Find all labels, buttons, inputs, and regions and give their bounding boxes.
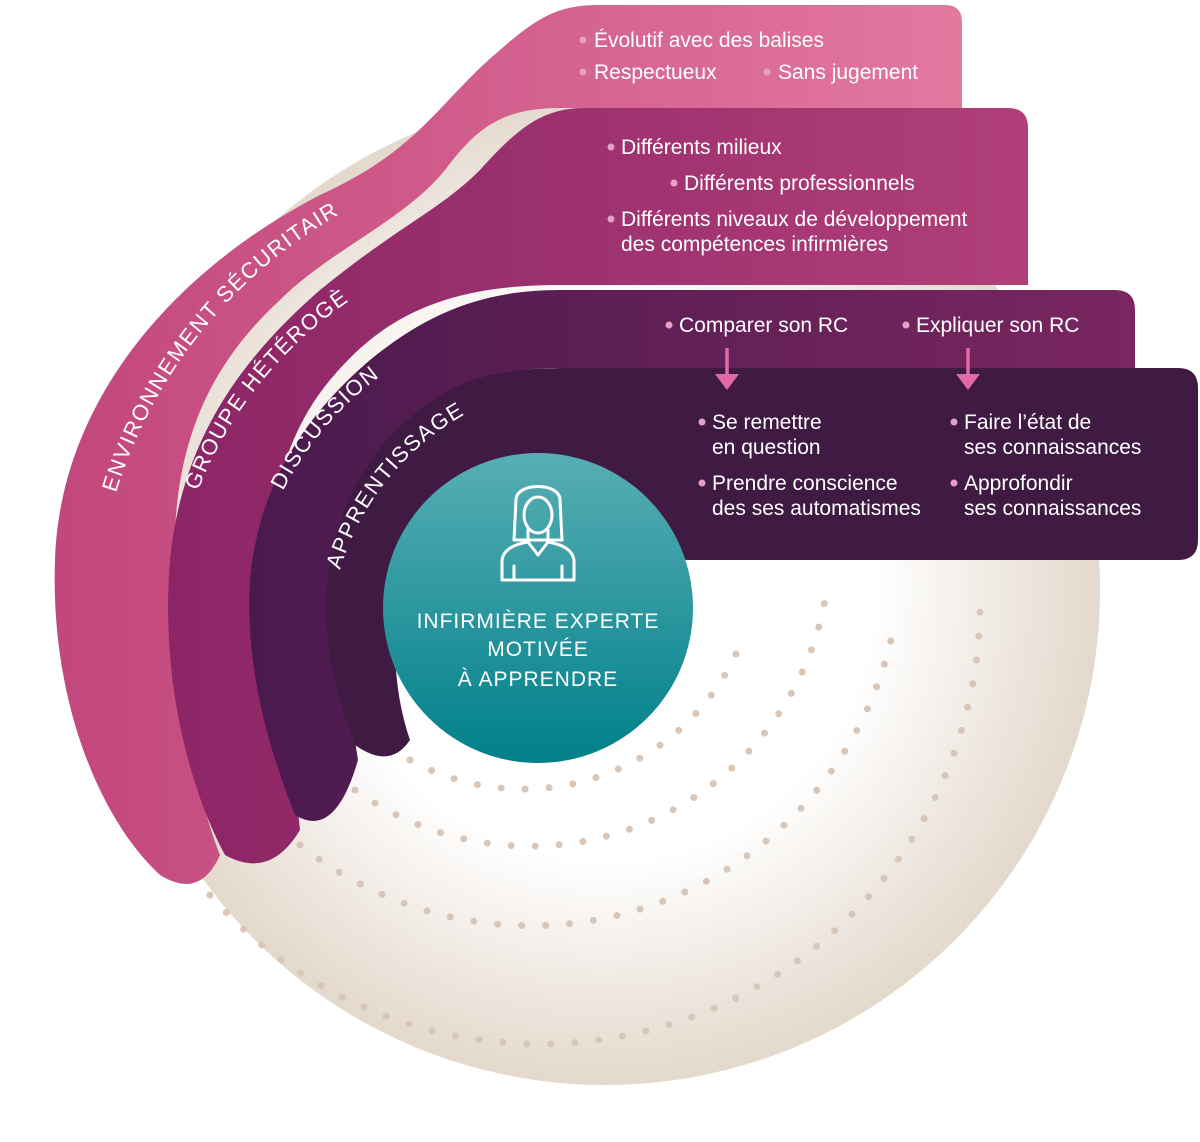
bullet-dot: [579, 36, 587, 44]
app-col1-line2: en question: [712, 436, 821, 459]
band-groupe-heterogene: [168, 108, 1029, 864]
app-col2-line3: Approfondir: [964, 472, 1073, 495]
dotted-arc-2: [296, 616, 899, 930]
bullet-dot: [607, 143, 615, 151]
bullet-dot: [670, 179, 678, 187]
env-bullet-3: Sans jugement: [778, 61, 918, 84]
center-label-line2: MOTIVÉE: [487, 638, 589, 661]
grp-bullet-3: Différents niveaux de développement: [621, 208, 968, 231]
env-bullet-1: Évolutif avec des balises: [594, 29, 824, 52]
nurse-icon: [500, 485, 576, 582]
arrow-down-icon: [956, 348, 980, 390]
bullet-dot: [950, 479, 958, 487]
band-environnement-securitaire: [54, 5, 963, 884]
center-label-line1: INFIRMIÈRE EXPERTE: [417, 610, 660, 633]
center-circle: [383, 453, 693, 763]
bullet-dot: [607, 215, 615, 223]
app-col2-line1: Faire l’état de: [964, 411, 1091, 434]
bullet-dot: [665, 321, 673, 329]
env-bullet-2: Respectueux: [594, 61, 717, 84]
bullet-dot: [950, 418, 958, 426]
app-col2-line2: ses connaissances: [964, 436, 1141, 459]
bullet-dot: [902, 321, 910, 329]
grp-bullet-3-cont: des compétences infirmières: [621, 233, 888, 256]
grp-bullet-2: Différents professionnels: [684, 172, 915, 195]
dis-bullet-2: Expliquer son RC: [916, 314, 1079, 337]
dotted-arcs: [206, 596, 984, 1048]
app-col1-line4: des ses automatismes: [712, 497, 921, 520]
arrow-down-icon: [715, 348, 739, 390]
app-col1-line1: Se remettre: [712, 411, 822, 434]
bullet-dot: [579, 68, 587, 76]
bullet-dot: [763, 68, 771, 76]
bullet-dot: [698, 418, 706, 426]
grp-bullet-1: Différents milieux: [621, 136, 782, 159]
band-discussion: [249, 290, 1136, 821]
dis-bullet-1: Comparer son RC: [679, 314, 848, 337]
bullet-dot: [698, 479, 706, 487]
dotted-arc-1: [206, 596, 984, 1048]
app-col1-line3: Prendre conscience: [712, 472, 898, 495]
center-label-line3: À APPRENDRE: [458, 668, 618, 691]
app-col2-line4: ses connaissances: [964, 497, 1141, 520]
